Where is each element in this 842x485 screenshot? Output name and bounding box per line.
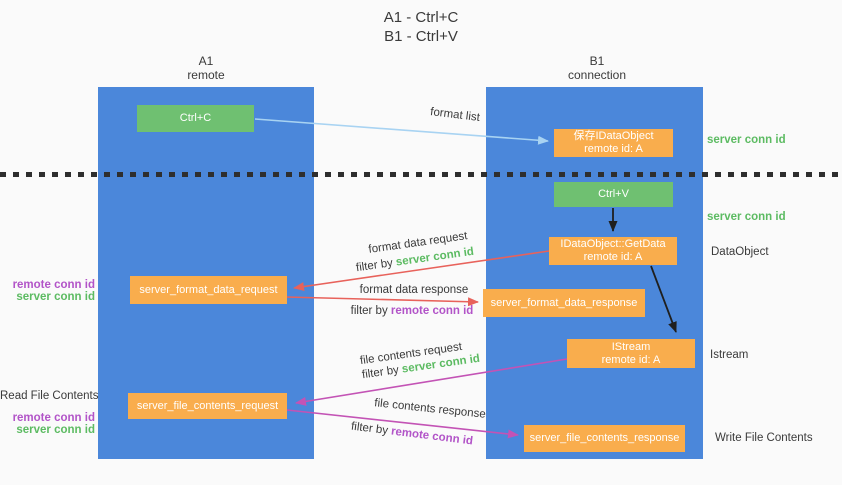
title-line-b1: B1 - Ctrl+V <box>384 28 458 45</box>
filter-by-text: filter by <box>350 305 391 317</box>
right-label-server-conn-id-1: server conn id <box>707 134 786 146</box>
node-server-file-contents-request-label: server_file_contents_request <box>136 399 279 412</box>
left-label-server-conn-id-2: server conn id <box>16 424 95 436</box>
lane-header-b1: B1 connection <box>537 54 657 82</box>
node-server-format-data-request: server_format_data_request <box>130 276 287 304</box>
file-contents-response-arrow <box>286 409 519 439</box>
node-server-format-data-request-label: server_format_data_request <box>139 283 278 296</box>
left-label-server-conn-id-1: server conn id <box>16 291 95 303</box>
lane-b1-name: B1 <box>589 54 605 68</box>
node-idataobject-getdata: IDataObject::GetData remote id: A <box>549 237 677 265</box>
file-contents-request-arrow <box>295 358 568 406</box>
right-label-server-conn-id-2: server conn id <box>707 211 786 223</box>
node-save-idataobject: 保存IDataObject remote id: A <box>554 129 673 157</box>
title-line-a1: A1 - Ctrl+C <box>383 9 459 26</box>
node-server-file-contents-response: server_file_contents_response <box>524 425 685 452</box>
format-list-arrow <box>254 118 549 145</box>
node-ctrl-c-label: Ctrl+C <box>179 112 212 124</box>
node-ctrl-v: Ctrl+V <box>554 182 673 207</box>
lane-a1-subtitle: remote <box>187 68 225 82</box>
getdata-to-istream-arrow <box>650 265 677 333</box>
node-istream: IStream remote id: A <box>567 339 695 368</box>
node-save-idataobject-line2: remote id: A <box>584 143 643 155</box>
format-data-response-arrow <box>285 296 479 307</box>
format-data-request-arrow <box>293 250 550 292</box>
left-label-remote-conn-id-1: remote conn id <box>12 279 95 291</box>
node-ctrl-v-label: Ctrl+V <box>598 188 629 200</box>
node-idataobject-getdata-line2: remote id: A <box>583 251 643 263</box>
node-idataobject-getdata-line1: IDataObject::GetData <box>560 238 666 250</box>
left-label-read-file-contents: Read File Contents <box>0 390 99 402</box>
node-server-file-contents-request: server_file_contents_request <box>128 393 287 419</box>
lane-a1-name: A1 <box>198 54 214 68</box>
right-label-dataobject: DataObject <box>711 246 769 258</box>
node-save-idataobject-line1: 保存IDataObject <box>573 130 654 142</box>
remote-conn-id-text: remote conn id <box>390 305 474 317</box>
node-istream-line2: remote id: A <box>601 353 661 366</box>
edge-label-format-data-response: format data response <box>359 284 469 296</box>
node-ctrl-c: Ctrl+C <box>137 105 254 132</box>
node-istream-line1: IStream <box>611 340 651 353</box>
node-server-format-data-response: server_format_data_response <box>483 289 645 317</box>
phase-separator-dotted-line <box>0 172 842 177</box>
right-label-istream: Istream <box>710 349 749 361</box>
node-server-file-contents-response-label: server_file_contents_response <box>529 432 680 444</box>
edge-label-filter-by-remote-1: filter by remote conn id <box>331 305 493 317</box>
left-label-remote-conn-id-2: remote conn id <box>12 412 95 424</box>
lane-b1-subtitle: connection <box>567 68 627 82</box>
right-label-write-file-contents: Write File Contents <box>715 432 813 444</box>
diagram-title: A1 - Ctrl+C B1 - Ctrl+V <box>0 8 842 46</box>
lane-header-a1: A1 remote <box>146 54 266 82</box>
node-server-format-data-response-label: server_format_data_response <box>490 296 638 309</box>
